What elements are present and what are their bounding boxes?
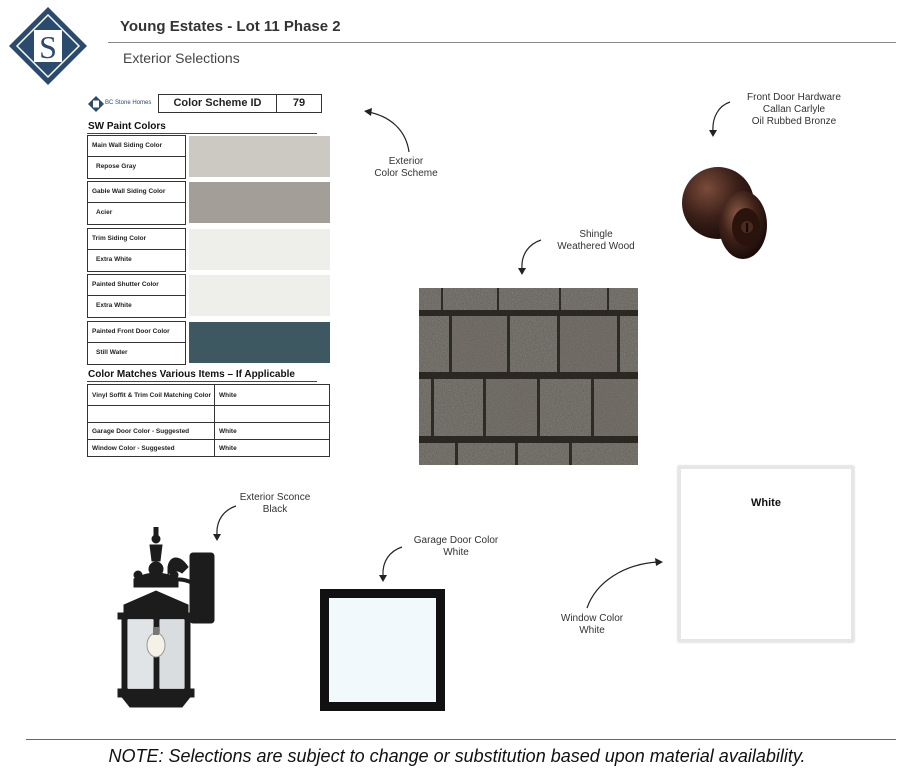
page-title: Young Estates - Lot 11 Phase 2 [120, 18, 341, 35]
paint-value: Extra White [87, 249, 186, 272]
paint-swatch [189, 275, 330, 316]
match-value [214, 405, 330, 423]
paint-label: Painted Shutter Color [87, 274, 186, 296]
color-scheme-id-value: 79 [292, 97, 306, 109]
paint-value: Extra White [87, 295, 186, 318]
caption-sconce: Exterior Sconce Black [239, 492, 311, 515]
paint-swatch [189, 136, 330, 177]
exterior-sconce-image [117, 527, 215, 708]
paint-row: Painted Front Door Color Still Water [87, 321, 330, 365]
arrow-icon [213, 505, 237, 541]
match-label [87, 405, 215, 423]
match-value: White [214, 439, 330, 457]
table-row: Window Color - Suggested White [87, 439, 330, 457]
paint-row: Main Wall Siding Color Repose Gray [87, 135, 330, 179]
paint-heading-rule [87, 133, 317, 134]
match-value: White [214, 422, 330, 440]
paint-swatch [189, 322, 330, 363]
match-label: Vinyl Soffit & Trim Coil Matching Color [87, 384, 215, 406]
paint-value: Repose Gray [87, 156, 186, 179]
brand-mark-icon [88, 96, 104, 112]
page-subtitle: Exterior Selections [123, 50, 240, 66]
caption-window-color: Window Color White [560, 613, 624, 636]
arrow-icon [709, 101, 731, 137]
paint-colors-heading: SW Paint Colors [88, 121, 166, 132]
arrow-icon [518, 239, 542, 275]
garage-door-swatch [320, 589, 445, 711]
color-scheme-id-box: Color Scheme ID 79 [158, 94, 322, 113]
window-color-swatch: White [678, 466, 854, 642]
paint-swatch [189, 182, 330, 223]
match-value: White [214, 384, 330, 406]
logo-letter: S [39, 29, 57, 65]
sheet-brand-text: BC Stone Homes [105, 100, 152, 106]
paint-swatch [189, 229, 330, 270]
arrow-icon [364, 108, 410, 153]
caption-exterior-color-scheme: Exterior Color Scheme [374, 156, 438, 179]
matches-heading-rule [87, 381, 317, 382]
arrow-icon [586, 558, 663, 609]
match-label: Window Color - Suggested [87, 439, 215, 457]
shingle-image [419, 288, 638, 465]
arrow-icon [379, 546, 403, 582]
paint-label: Gable Wall Siding Color [87, 181, 186, 203]
paint-value: Acier [87, 202, 186, 225]
paint-label: Trim Siding Color [87, 228, 186, 250]
header-divider [108, 42, 896, 43]
garage-door-color-fill [329, 598, 436, 702]
window-swatch-label: White [751, 497, 781, 509]
paint-row: Gable Wall Siding Color Acier [87, 181, 330, 225]
paint-label: Main Wall Siding Color [87, 135, 186, 157]
caption-shingle: Shingle Weathered Wood [557, 229, 635, 252]
paint-label: Painted Front Door Color [87, 321, 186, 343]
match-label: Garage Door Color - Suggested [87, 422, 215, 440]
paint-row: Trim Siding Color Extra White [87, 228, 330, 272]
availability-note: NOTE: Selections are subject to change o… [108, 746, 806, 766]
color-matches-heading: Color Matches Various Items – If Applica… [88, 369, 295, 380]
caption-garage-door: Garage Door Color White [413, 535, 499, 558]
table-row [87, 405, 330, 423]
color-matches-table: Vinyl Soffit & Trim Coil Matching Color … [87, 384, 330, 457]
sheet-brand-logo: BC Stone Homes [86, 95, 156, 113]
color-scheme-id-label: Color Scheme ID [159, 95, 277, 112]
paint-row: Painted Shutter Color Extra White [87, 274, 330, 318]
paint-value: Still Water [87, 342, 186, 365]
caption-door-hardware: Front Door Hardware Callan Carlyle Oil R… [747, 92, 841, 127]
door-knob-image [682, 167, 767, 259]
table-row: Garage Door Color - Suggested White [87, 422, 330, 440]
company-logo: S [9, 7, 87, 85]
table-row: Vinyl Soffit & Trim Coil Matching Color … [87, 384, 330, 406]
note-divider [26, 739, 896, 740]
